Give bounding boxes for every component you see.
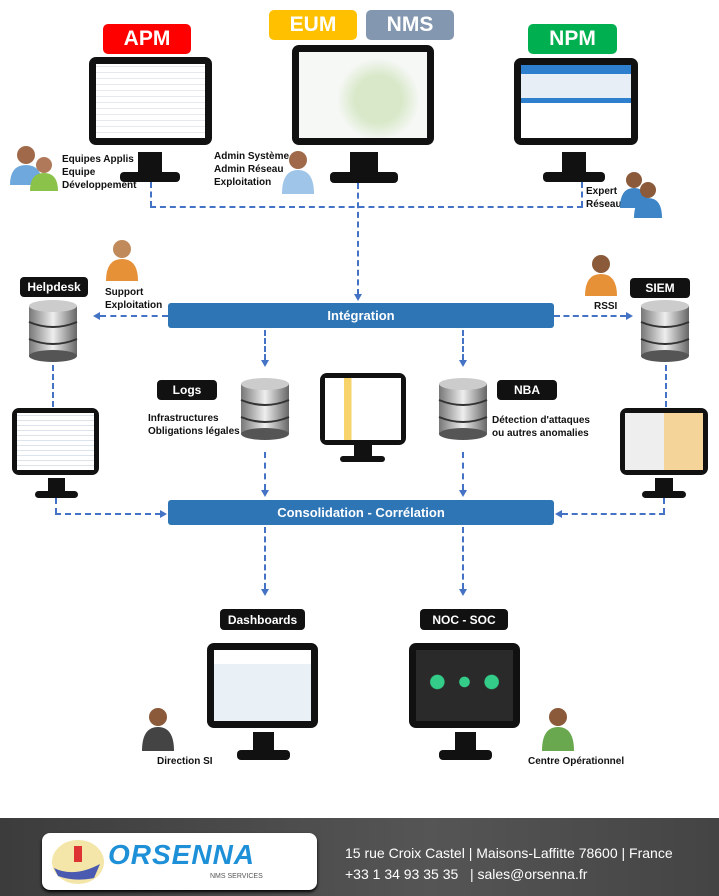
orsenna-logo: ORSENNA NMS SERVICES bbox=[42, 833, 317, 890]
apm-badge: APM bbox=[103, 24, 191, 54]
helpdesk-database-icon bbox=[28, 300, 78, 362]
direction-user-icon bbox=[142, 708, 174, 751]
apm-monitor bbox=[89, 57, 212, 145]
central-stand bbox=[340, 445, 385, 462]
central-screen bbox=[325, 378, 401, 440]
operator-user-icon bbox=[542, 708, 574, 751]
noc-soc-screen bbox=[416, 650, 513, 721]
eum-screen bbox=[299, 52, 427, 138]
npm-screen bbox=[521, 65, 631, 138]
eum-stand bbox=[330, 152, 398, 183]
footer-address: 15 rue Croix Castel | Maisons-Laffitte 7… bbox=[345, 845, 673, 861]
central-monitor bbox=[320, 373, 406, 445]
footer: ORSENNA NMS SERVICES 15 rue Croix Castel… bbox=[0, 818, 719, 896]
nms-badge: NMS bbox=[366, 10, 454, 40]
siem-user-text: RSSI bbox=[594, 301, 618, 312]
eum-badge: EUM bbox=[269, 10, 357, 40]
logo-text: ORSENNA bbox=[108, 839, 256, 870]
apm-stand bbox=[120, 152, 180, 182]
dashboards-label: Dashboards bbox=[220, 609, 305, 630]
noc-user-text: Centre Opérationnel bbox=[528, 756, 625, 767]
noc-soc-stand bbox=[439, 732, 492, 760]
footer-contact: +33 1 34 93 35 35 | sales@orsenna.fr bbox=[345, 866, 588, 882]
integration-bus: Intégration bbox=[168, 303, 554, 328]
helpdesk-stand bbox=[35, 478, 78, 498]
user-group-icon bbox=[10, 146, 58, 191]
helpdesk-screen bbox=[17, 413, 94, 470]
dashboards-user-text: Direction SI bbox=[157, 756, 213, 767]
siem-label: SIEM bbox=[630, 278, 690, 298]
helpdesk-monitor bbox=[12, 408, 99, 475]
dashboards-screen bbox=[214, 650, 311, 721]
logs-database-icon bbox=[240, 378, 290, 440]
rssi-user-icon bbox=[585, 255, 617, 296]
siem-monitor bbox=[620, 408, 708, 475]
admin-user-icon bbox=[282, 151, 314, 194]
eum-nms-monitor bbox=[292, 45, 434, 145]
helpdesk-label: Helpdesk bbox=[20, 277, 88, 297]
logs-label: Logs bbox=[157, 380, 217, 400]
consolidation-bus: Consolidation - Corrélation bbox=[168, 500, 554, 525]
dashboards-monitor bbox=[207, 643, 318, 728]
support-user-icon bbox=[106, 240, 138, 281]
dashboards-stand bbox=[237, 732, 290, 760]
noc-soc-label: NOC - SOC bbox=[420, 609, 508, 630]
npm-monitor bbox=[514, 58, 638, 145]
logo-subtitle: NMS SERVICES bbox=[210, 873, 263, 880]
apm-screen bbox=[96, 64, 205, 138]
siem-screen bbox=[625, 413, 703, 470]
npm-stand bbox=[543, 152, 605, 182]
siem-database-icon bbox=[640, 300, 690, 362]
nba-database-icon bbox=[438, 378, 488, 440]
npm-badge: NPM bbox=[528, 24, 617, 54]
siem-stand bbox=[642, 478, 686, 498]
expert-users-icon bbox=[620, 172, 662, 218]
noc-soc-monitor bbox=[409, 643, 520, 728]
nba-label: NBA bbox=[497, 380, 557, 400]
